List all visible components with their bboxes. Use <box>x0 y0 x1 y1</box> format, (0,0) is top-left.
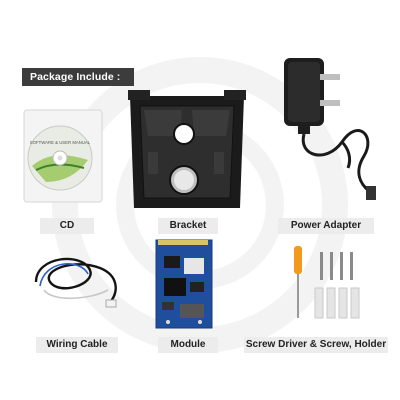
label-screwdriver-screw-holder: Screw Driver & Screw, Holder <box>244 337 388 353</box>
package-include-badge: Package Include : <box>22 68 134 86</box>
power-adapter-icon <box>284 58 376 200</box>
screwdriver-screws-icon <box>294 246 360 319</box>
mounting-bracket-icon <box>128 90 246 208</box>
disc-label-text: SOFTWARE & USER MANUAL <box>30 140 91 145</box>
label-module: Module <box>158 337 218 353</box>
label-power-adapter: Power Adapter <box>278 218 374 234</box>
label-wiring-cable: Wiring Cable <box>36 337 118 353</box>
wiring-cable-icon <box>34 257 117 308</box>
label-cd: CD <box>40 218 94 234</box>
circuit-board-icon <box>155 239 213 329</box>
cd-disc-icon: SOFTWARE & USER MANUAL <box>23 109 103 203</box>
label-bracket: Bracket <box>158 218 218 234</box>
